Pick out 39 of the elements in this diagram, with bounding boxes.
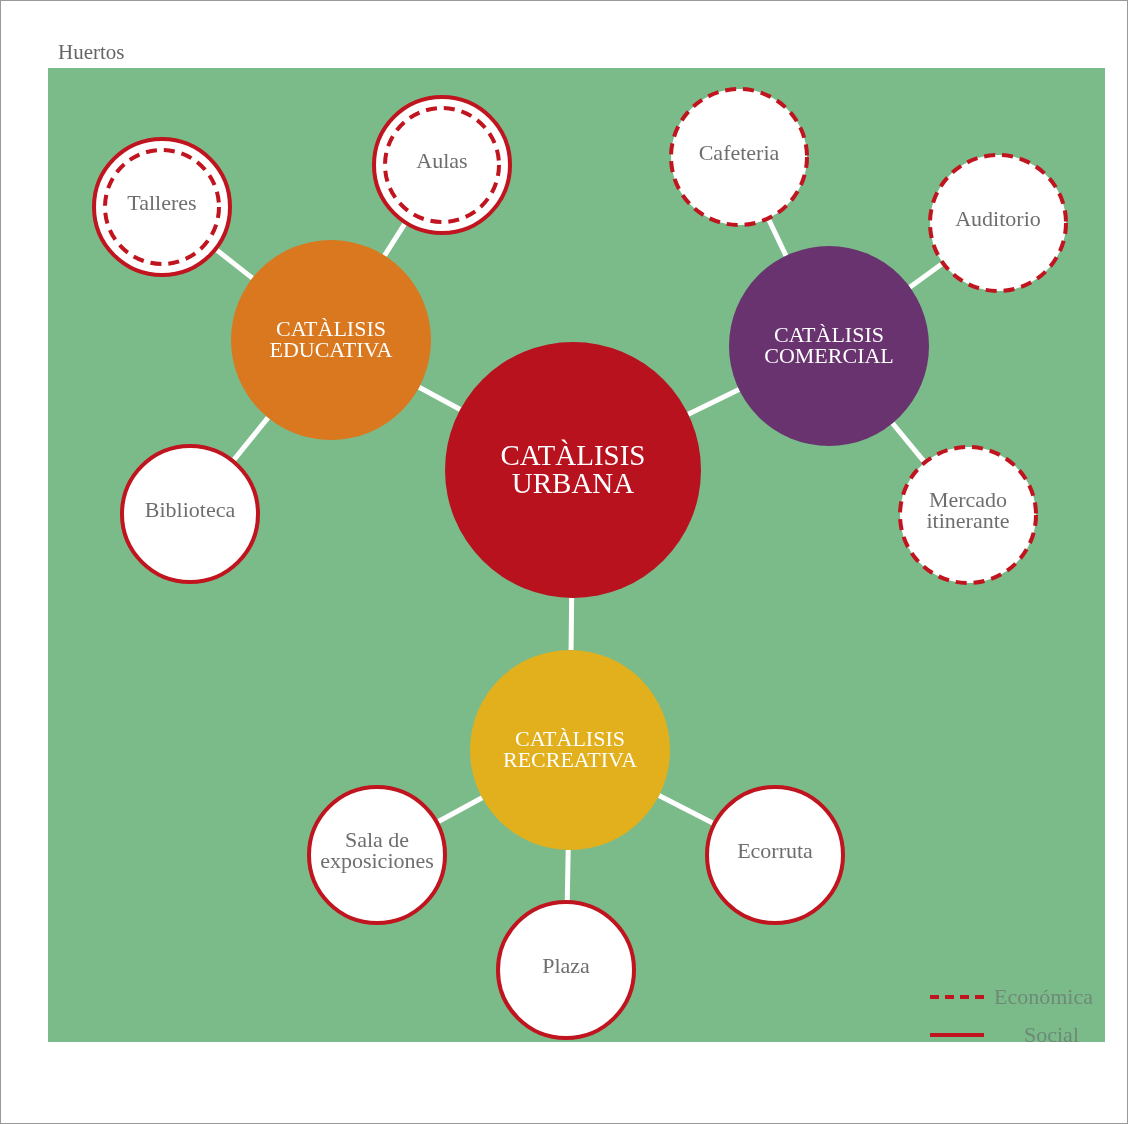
- activity-label: Ecorruta: [737, 840, 813, 862]
- activity-label: Biblioteca: [144, 499, 236, 521]
- category-circle: [729, 246, 929, 446]
- connector-line: [382, 222, 407, 257]
- activity-circle: [898, 445, 1038, 585]
- activity-circle: [307, 785, 447, 925]
- category-label: CATÀLISIS EDUCATIVA: [268, 319, 394, 361]
- connector-line: [568, 597, 575, 651]
- connector-line: [890, 421, 926, 463]
- category-label: CATÀLISIS COMERCIAL: [763, 325, 895, 367]
- activity-circle: [372, 95, 512, 235]
- connector-line: [908, 262, 943, 290]
- connector-line: [417, 385, 462, 412]
- category-circle: [445, 342, 701, 598]
- activity-circle: [496, 900, 636, 1040]
- connector-line: [564, 849, 571, 901]
- activity-label: Sala de exposiciones: [319, 830, 435, 872]
- activity-circle: [92, 137, 232, 277]
- activity-label: Plaza: [542, 955, 590, 977]
- category-label: CATÀLISIS RECREATIVA: [501, 729, 639, 771]
- activity-circle: [705, 785, 845, 925]
- activity-circle: [120, 444, 260, 584]
- activity-label: Auditorio: [955, 208, 1041, 230]
- activity-label: Cafeteria: [698, 142, 780, 164]
- connector-line: [215, 248, 254, 281]
- connector-line: [657, 793, 714, 826]
- activity-circle: [928, 153, 1068, 293]
- activity-label: Talleres: [127, 192, 197, 214]
- connector-line: [437, 795, 484, 824]
- category-circle: [470, 650, 670, 850]
- category-circle: [231, 240, 431, 440]
- activity-circle: [669, 87, 809, 227]
- activity-label: Aulas: [416, 150, 468, 172]
- garden-area-panel: [48, 68, 1105, 1042]
- connector-line: [232, 416, 270, 462]
- panel-heading: Huertos: [58, 40, 125, 65]
- connector-line: [687, 387, 741, 417]
- activity-label: Mercado itinerante: [925, 490, 1011, 532]
- connector-line: [766, 219, 789, 257]
